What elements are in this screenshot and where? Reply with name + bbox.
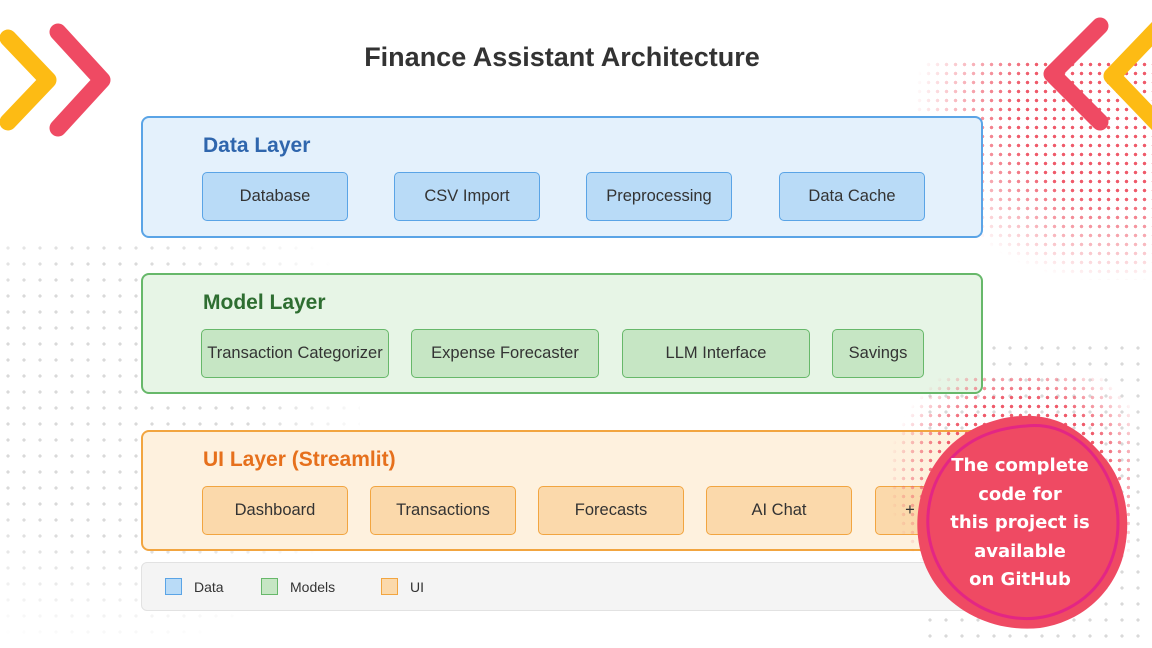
legend-item-models: Models xyxy=(261,578,335,595)
badge-line-4: available xyxy=(974,540,1066,562)
component-forecasts: Forecasts xyxy=(538,486,684,535)
data-layer: Data Layer Database CSV Import Preproces… xyxy=(141,116,983,238)
component-transaction-categorizer: Transaction Categorizer xyxy=(201,329,389,378)
component-transactions: Transactions xyxy=(370,486,516,535)
legend-item-ui: UI xyxy=(381,578,424,595)
component-llm-interface: LLM Interface xyxy=(622,329,810,378)
ui-layer-title: UI Layer (Streamlit) xyxy=(203,448,396,471)
chevron-right-icon xyxy=(0,23,111,137)
model-layer: Model Layer Transaction Categorizer Expe… xyxy=(141,273,983,394)
github-badge[interactable] xyxy=(912,410,1134,632)
component-preprocessing: Preprocessing xyxy=(586,172,732,221)
legend-swatch-ui xyxy=(381,578,398,595)
legend: Data Models UI xyxy=(141,562,983,611)
component-dashboard: Dashboard xyxy=(202,486,348,535)
chevron-left-icon xyxy=(1043,17,1152,131)
badge-line-2: code for xyxy=(978,483,1062,505)
badge-line-3: this project is xyxy=(950,512,1090,533)
legend-item-data: Data xyxy=(165,578,224,595)
badge-line-5: on GitHub xyxy=(969,569,1071,590)
legend-label-data: Data xyxy=(194,578,224,595)
ui-layer: UI Layer (Streamlit) Dashboard Transacti… xyxy=(141,430,983,551)
component-csv-import: CSV Import xyxy=(394,172,540,221)
component-savings: Savings xyxy=(832,329,924,378)
component-expense-forecaster: Expense Forecaster xyxy=(411,329,599,378)
legend-swatch-data xyxy=(165,578,182,595)
legend-swatch-models xyxy=(261,578,278,595)
data-layer-title: Data Layer xyxy=(203,134,311,157)
legend-label-ui: UI xyxy=(410,578,424,595)
component-data-cache: Data Cache xyxy=(779,172,925,221)
legend-label-models: Models xyxy=(290,578,336,595)
badge-text: The complete code for this project is av… xyxy=(912,452,1128,595)
badge-line-1: The complete xyxy=(951,455,1089,476)
component-database: Database xyxy=(202,172,348,221)
component-ai-chat: AI Chat xyxy=(706,486,852,535)
page-title: Finance Assistant Architecture xyxy=(364,42,760,72)
model-layer-title: Model Layer xyxy=(203,291,326,314)
